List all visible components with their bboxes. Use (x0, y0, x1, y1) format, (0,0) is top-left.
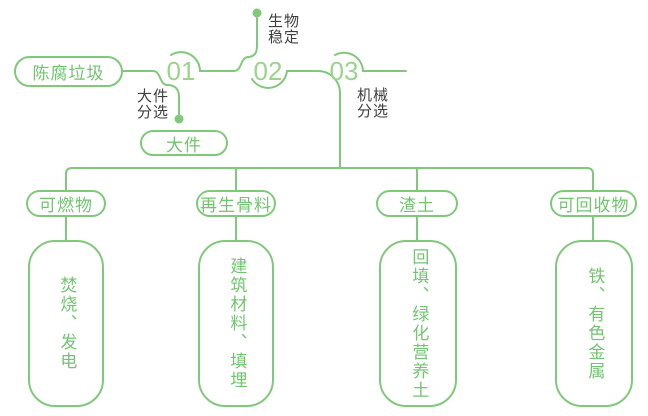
node1-arc-and-line-to-bio-dot (170, 17, 258, 72)
category-label: 渣土 (399, 196, 435, 215)
category-label: 可回收物 (557, 196, 630, 215)
bulky-output-pill: 大件 (140, 130, 228, 156)
detail-text: 铁、有色金属 (585, 266, 605, 381)
category-label: 可燃物 (39, 196, 93, 215)
detail-box-slag-soil: 回填、绿化营养土 (379, 240, 457, 407)
detail-text: 回填、绿化营养土 (409, 247, 429, 400)
category-pill-combustibles: 可燃物 (26, 190, 106, 217)
category-label: 再生骨料 (200, 196, 272, 215)
category-pill-recycled-aggregate: 再生骨料 (196, 190, 276, 217)
detail-text: 焚烧、发电 (57, 276, 77, 371)
step-number-01: 01 (166, 56, 196, 86)
branch-rail (65, 167, 594, 192)
step-number-02: 02 (253, 56, 283, 86)
step2-process-label: 生物 稳定 (268, 13, 301, 46)
detail-text: 建筑材料、填埋 (227, 257, 247, 390)
node2-arc-and-line-to-branch (251, 70, 341, 169)
node3-arc-and-tail-line (334, 51, 407, 72)
step1-process-label: 大件 分选 (137, 88, 170, 121)
step-number-03: 03 (329, 56, 359, 86)
bio-branch-dot (252, 8, 262, 18)
source-pill: 陈腐垃圾 (14, 56, 123, 87)
detail-box-combustibles: 焚烧、发电 (28, 240, 104, 407)
category-pill-slag-soil: 渣土 (376, 190, 458, 217)
category-pill-recyclables: 可回收物 (550, 190, 637, 217)
detail-box-recyclables: 铁、有色金属 (555, 240, 633, 407)
line-source-to-bulky-drop (122, 70, 180, 115)
step3-process-label: 机械 分选 (357, 87, 390, 120)
bulky-output-label: 大件 (166, 135, 202, 155)
source-label: 陈腐垃圾 (32, 64, 105, 83)
bulky-branch-dot (174, 114, 184, 124)
detail-box-recycled-aggregate: 建筑材料、填埋 (198, 240, 274, 407)
